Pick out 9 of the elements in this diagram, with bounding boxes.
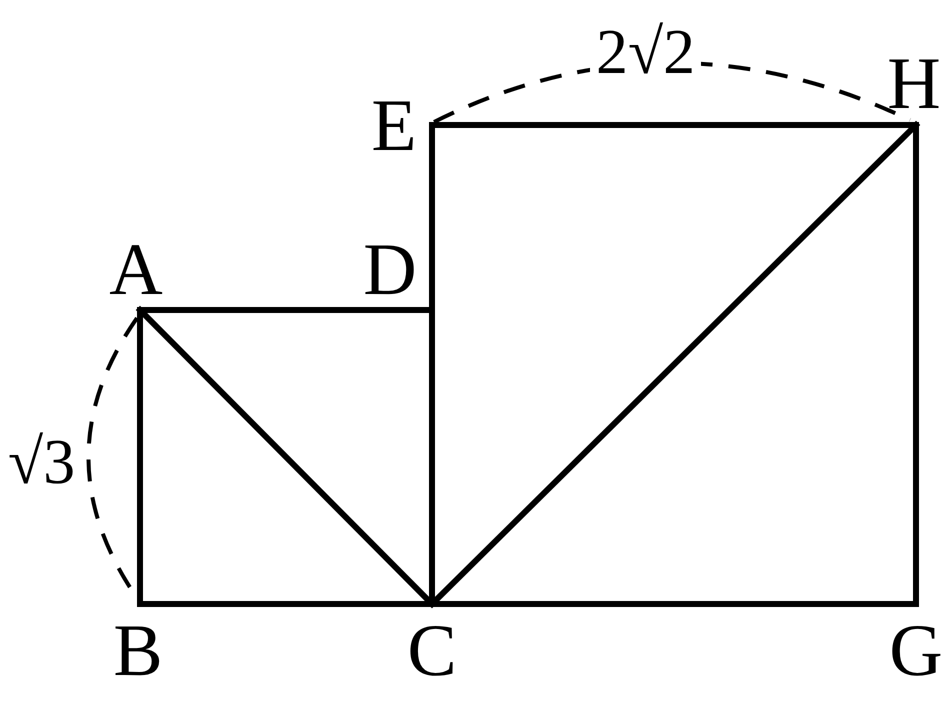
line-segment	[137, 307, 435, 607]
vertex-label: G	[888, 616, 944, 686]
vertex-label: B	[112, 616, 164, 686]
line-segment	[429, 122, 919, 607]
vertex-label: C	[406, 616, 458, 686]
vertex-label: H	[886, 52, 942, 116]
vertex-label: A	[108, 238, 164, 302]
vertex-label: D	[362, 238, 418, 302]
vertex-label: E	[370, 94, 418, 158]
